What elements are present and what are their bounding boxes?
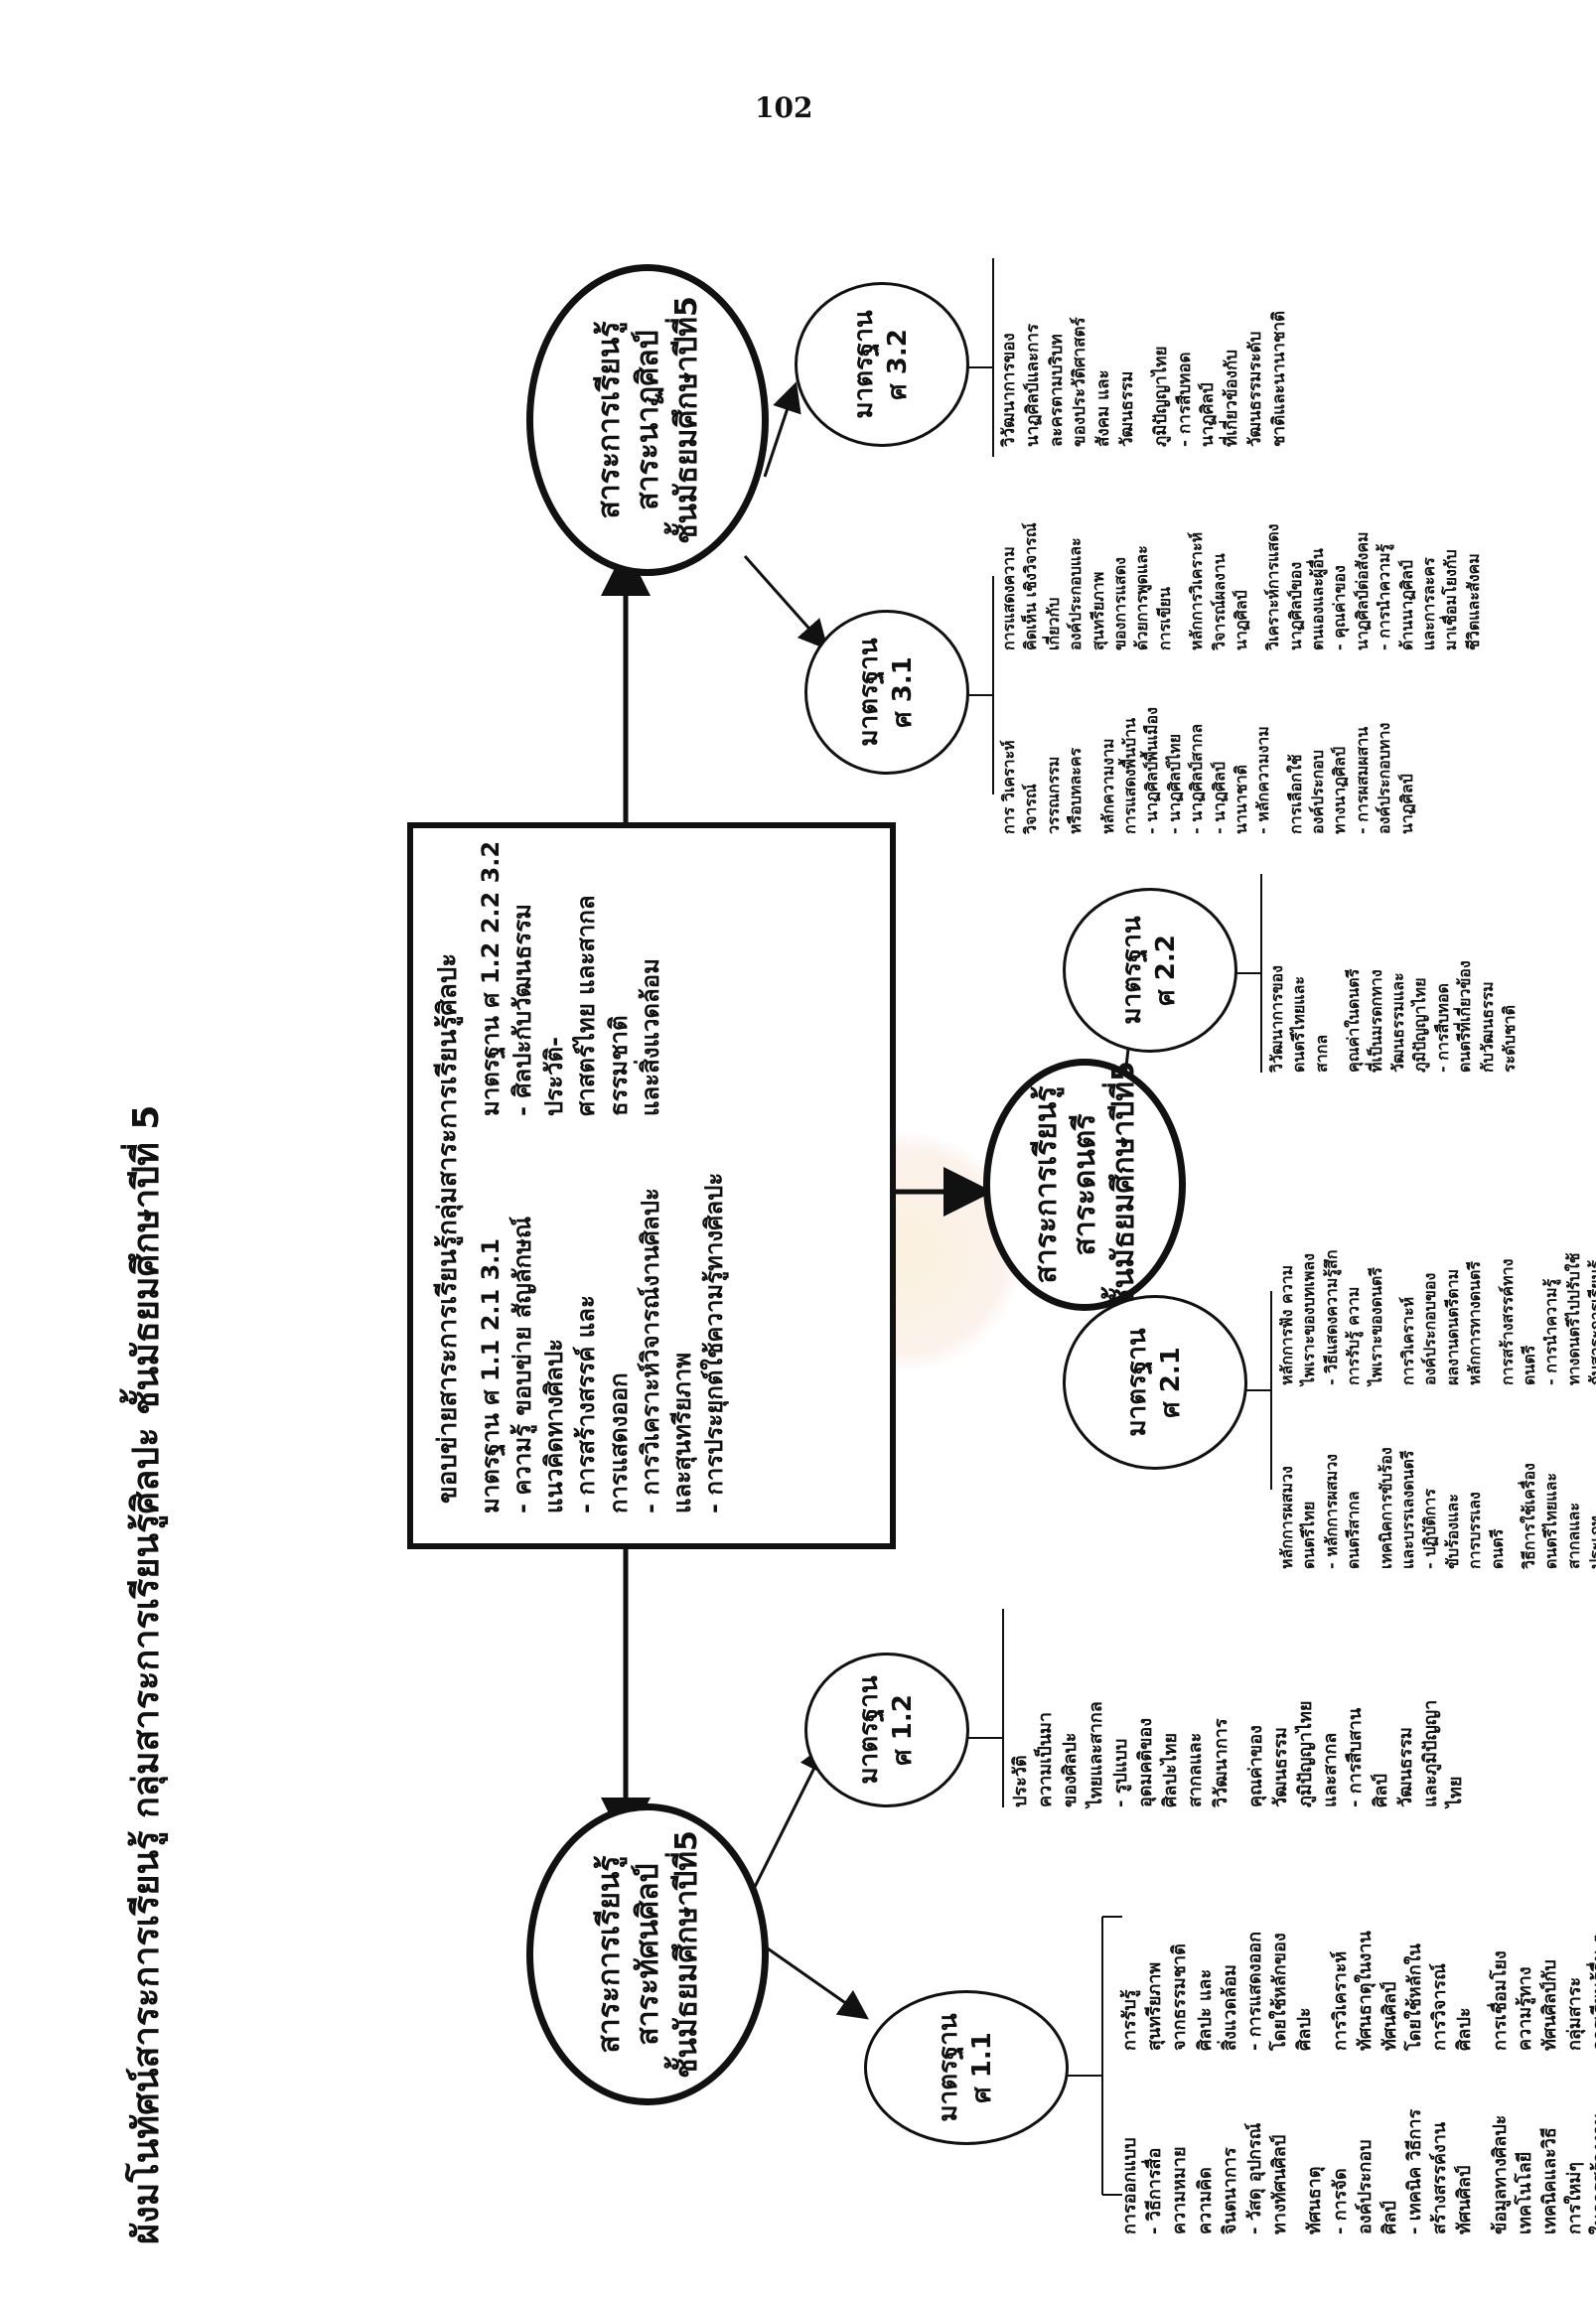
list-item: การวิเคราะห์ องค์ประกอบของ ผลงานดนตรีตาม… xyxy=(1397,1261,1485,1385)
list-standard-3-2: วิวัฒนาการของ นาฏศิลป์และการ ละครตามบริบ… xyxy=(998,238,1302,447)
list-item: คุณค่าในดนตรี ที่เป็นมรดกทาง วัฒนธรรมและ… xyxy=(1344,960,1519,1073)
list-item: วิวัฒนาการของ ดนตรีไทยและ สากล xyxy=(1267,965,1331,1073)
list-item: ทัศนธาตุ - การจัด องค์ประกอบ ศิลป์ - เทค… xyxy=(1304,2108,1476,2234)
list-standard-1-1-b: การรับรู้ สุนทรียภาพ จากธรรมชาติ ศิลปะ แ… xyxy=(1117,1872,1596,2051)
list-item: วิเคราะห์การแสดง นาฏศิลป์ของ ตนเองและผู้… xyxy=(1263,523,1483,650)
list-item: การออกแบบ - วิธีการสื่อ ความหมาย ความคิด… xyxy=(1119,2122,1291,2234)
list-standard-1-2: ประวัติ ความเป็นมา ของศิลปะ ไทยและสากล -… xyxy=(1008,1599,1478,1807)
center-scope-box: ขอบข่ายสาระการเรียนรู้กลุ่มสาระการเรียนร… xyxy=(407,822,896,1549)
list-item: ประวัติ ความเป็นมา ของศิลปะ ไทยและสากล -… xyxy=(1010,1701,1232,1807)
center-left-list: มาตรฐาน ศ 1.1 2.1 3.1 - ความรู้ ขอบข่าย … xyxy=(477,1172,729,1513)
list-item: หลักการผสมวง ดนตรีไทย - หลักการผสมวง ดนต… xyxy=(1277,1454,1364,1569)
list-item: การวิเคราะห์ ทัศนธาตุในงาน ทัศนศิลป์ โดย… xyxy=(1329,1931,1476,2051)
ellipse-music: สาระการเรียนรู้สาระดนตรีชั้นมัธยมศึกษาปี… xyxy=(983,1059,1186,1311)
center-right-list: มาตรฐาน ศ 1.2 2.2 3.2 - ศิลปะกับวัฒนธรรม… xyxy=(477,840,664,1116)
ellipse-visual-arts: สาระการเรียนรู้สาระทัศนศิลป์ชั้นมัธยมศึก… xyxy=(526,1803,769,2105)
ellipse-standard-1-1: มาตรฐานศ 1.1 xyxy=(864,1990,1069,2145)
list-item: เทคนิคการขับร้อง และบรรเลงดนตรี - ปฏิบัต… xyxy=(1376,1447,1507,1569)
list-item: การเชื่อมโยง ความรู้ทาง ทัศนศิลป์กับ กลุ… xyxy=(1489,1934,1596,2051)
list-item: หลักการวิเคราะห์ วิจารณ์ผลงาน นาฏศิลป์ xyxy=(1187,531,1250,650)
concept-map: ผังมโนทัศน์สาระการเรียนรู้ กลุ่มสาระการเ… xyxy=(109,119,1596,2264)
list-standard-1-1-a: การออกแบบ - วิธีการสื่อ ความหมาย ความคิด… xyxy=(1117,2056,1596,2234)
list-item: วิธีการใช้เครื่อง ดนตรีไทยและ สากลและ ปร… xyxy=(1519,1463,1596,1569)
ellipse-standard-2-2: มาตรฐานศ 2.2 xyxy=(1063,888,1237,1053)
list-standard-3-1-b: การแสดงความ คิดเห็น เชิงวิจารณ์ เกี่ยวกั… xyxy=(998,462,1495,650)
list-item: การแสดงความ คิดเห็น เชิงวิจารณ์ เกี่ยวกั… xyxy=(999,522,1174,650)
list-item: วิวัฒนาการของ นาฏศิลป์และการ ละครตามบริบ… xyxy=(999,317,1137,447)
ellipse-standard-3-2: มาตรฐานศ 3.2 xyxy=(795,282,969,447)
list-item: การ วิเคราะห์ วิจารณ์ วรรณกรรม หรือบทละค… xyxy=(999,740,1086,834)
list-standard-2-1-b: หลักการฟัง ความ ไพเราะของบทเพลง - วิธีแส… xyxy=(1276,1187,1596,1385)
list-standard-3-1-a: การ วิเคราะห์ วิจารณ์ วรรณกรรม หรือบทละค… xyxy=(998,655,1428,834)
ellipse-standard-3-1: มาตรฐานศ 3.1 xyxy=(804,610,969,775)
list-item: การรับรู้ สุนทรียภาพ จากธรรมชาติ ศิลปะ แ… xyxy=(1119,1932,1316,2051)
list-standard-2-2: วิวัฒนาการของ ดนตรีไทยและ สากล คุณค่าในด… xyxy=(1266,864,1530,1073)
list-item: คุณค่าของ วัฒนธรรม ภูมิปัญญาไทย และสากล … xyxy=(1244,1699,1467,1807)
ellipse-standard-1-2: มาตรฐานศ 1.2 xyxy=(804,1653,969,1807)
list-item: การสร้างสรรค์ทาง ดนตรี - การนำความรู้ ทา… xyxy=(1497,1252,1596,1385)
ellipse-dance: สาระการเรียนรู้สาระนาฏศิลป์ชั้นมัธยมศึกษ… xyxy=(526,264,769,576)
list-item: ข้อมูลทางศิลปะ เทคโนโลยี เทคนิคและวิธี ก… xyxy=(1489,2112,1596,2234)
list-item: การเลือกใช้ องค์ประกอบ ทางนาฏศิลป์ - การ… xyxy=(1285,722,1416,834)
diagram-title: ผังมโนทัศน์สาระการเรียนรู้ กลุ่มสาระการเ… xyxy=(126,1104,167,2244)
list-item: หลักการฟัง ความ ไพเราะของบทเพลง - วิธีแส… xyxy=(1277,1249,1385,1385)
page-number: 102 xyxy=(755,91,813,124)
ellipse-standard-2-1: มาตรฐานศ 2.1 xyxy=(1063,1295,1247,1470)
center-box-title: ขอบข่ายสาระการเรียนรู้กลุ่มสาระการเรียนร… xyxy=(433,952,463,1504)
list-item: หลักความงาม การแสดงพื้นบ้าน - นาฏศิลป์พื… xyxy=(1097,707,1273,834)
list-item: ภูมิปัญญาไทย - การสืบทอด นาฏศิลป์ ที่เกี… xyxy=(1150,310,1289,447)
list-standard-2-1-a: หลักการผสมวง ดนตรีไทย - หลักการผสมวง ดนต… xyxy=(1276,1390,1596,1569)
